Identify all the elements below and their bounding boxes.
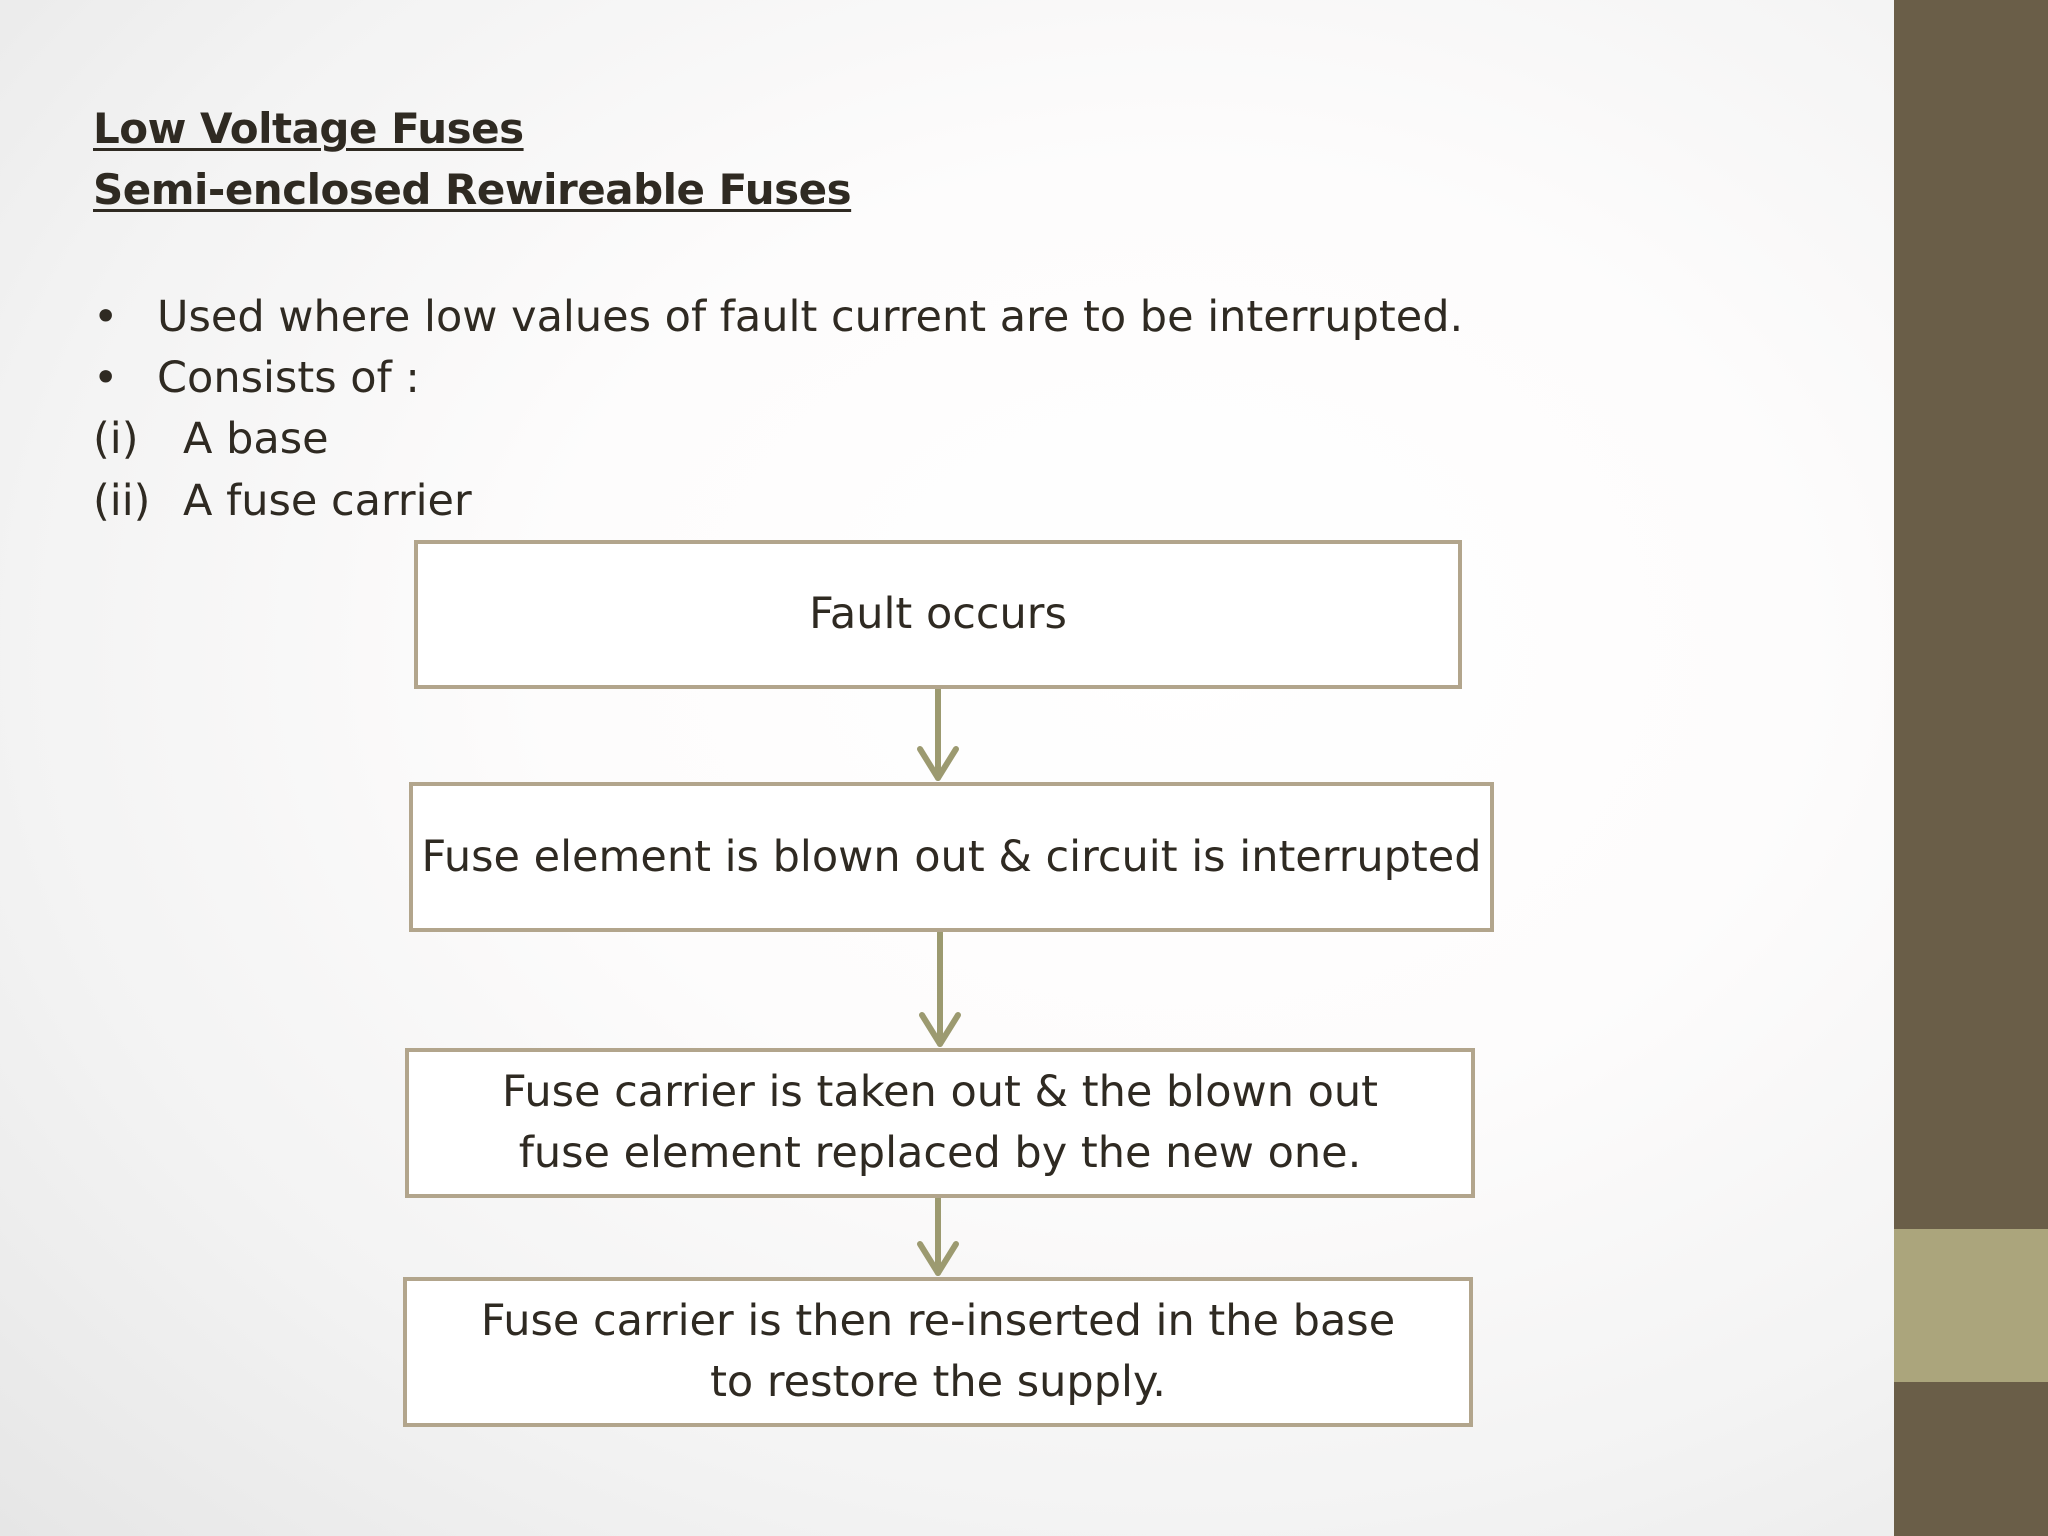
- flowchart-step-box: Fuse carrier is then re-inserted in the …: [403, 1277, 1473, 1427]
- flowchart-step-text: Fuse carrier is taken out & the blown ou…: [501, 1067, 1379, 1178]
- sub-item-text: A fuse carrier: [183, 476, 472, 526]
- slide-subtitle: Semi-enclosed Rewireable Fuses: [93, 165, 852, 214]
- slide-title: Low Voltage Fuses: [93, 104, 524, 153]
- bullet-text: Used where low values of fault current a…: [157, 292, 1464, 342]
- bullet-marker: •: [93, 292, 119, 342]
- sub-item-text: A base: [183, 414, 329, 464]
- flowchart-step-text: Fault occurs: [809, 589, 1067, 639]
- flowchart-step-text: Fuse carrier is then re-inserted in the …: [480, 1296, 1396, 1407]
- sub-item-marker: (i): [93, 414, 139, 464]
- sub-item-marker: (ii): [93, 476, 151, 526]
- bullet-marker: •: [93, 353, 119, 403]
- bullet-text: Consists of :: [157, 353, 420, 403]
- flowchart-step-text: Fuse element is blown out & circuit is i…: [421, 831, 1482, 882]
- flowchart-step-box: Fuse element is blown out & circuit is i…: [409, 782, 1494, 932]
- flowchart-step-box: Fuse carrier is taken out & the blown ou…: [405, 1048, 1475, 1198]
- flowchart-step-box: Fault occurs: [414, 540, 1462, 689]
- sidebar-accent-block: [1894, 1229, 2048, 1382]
